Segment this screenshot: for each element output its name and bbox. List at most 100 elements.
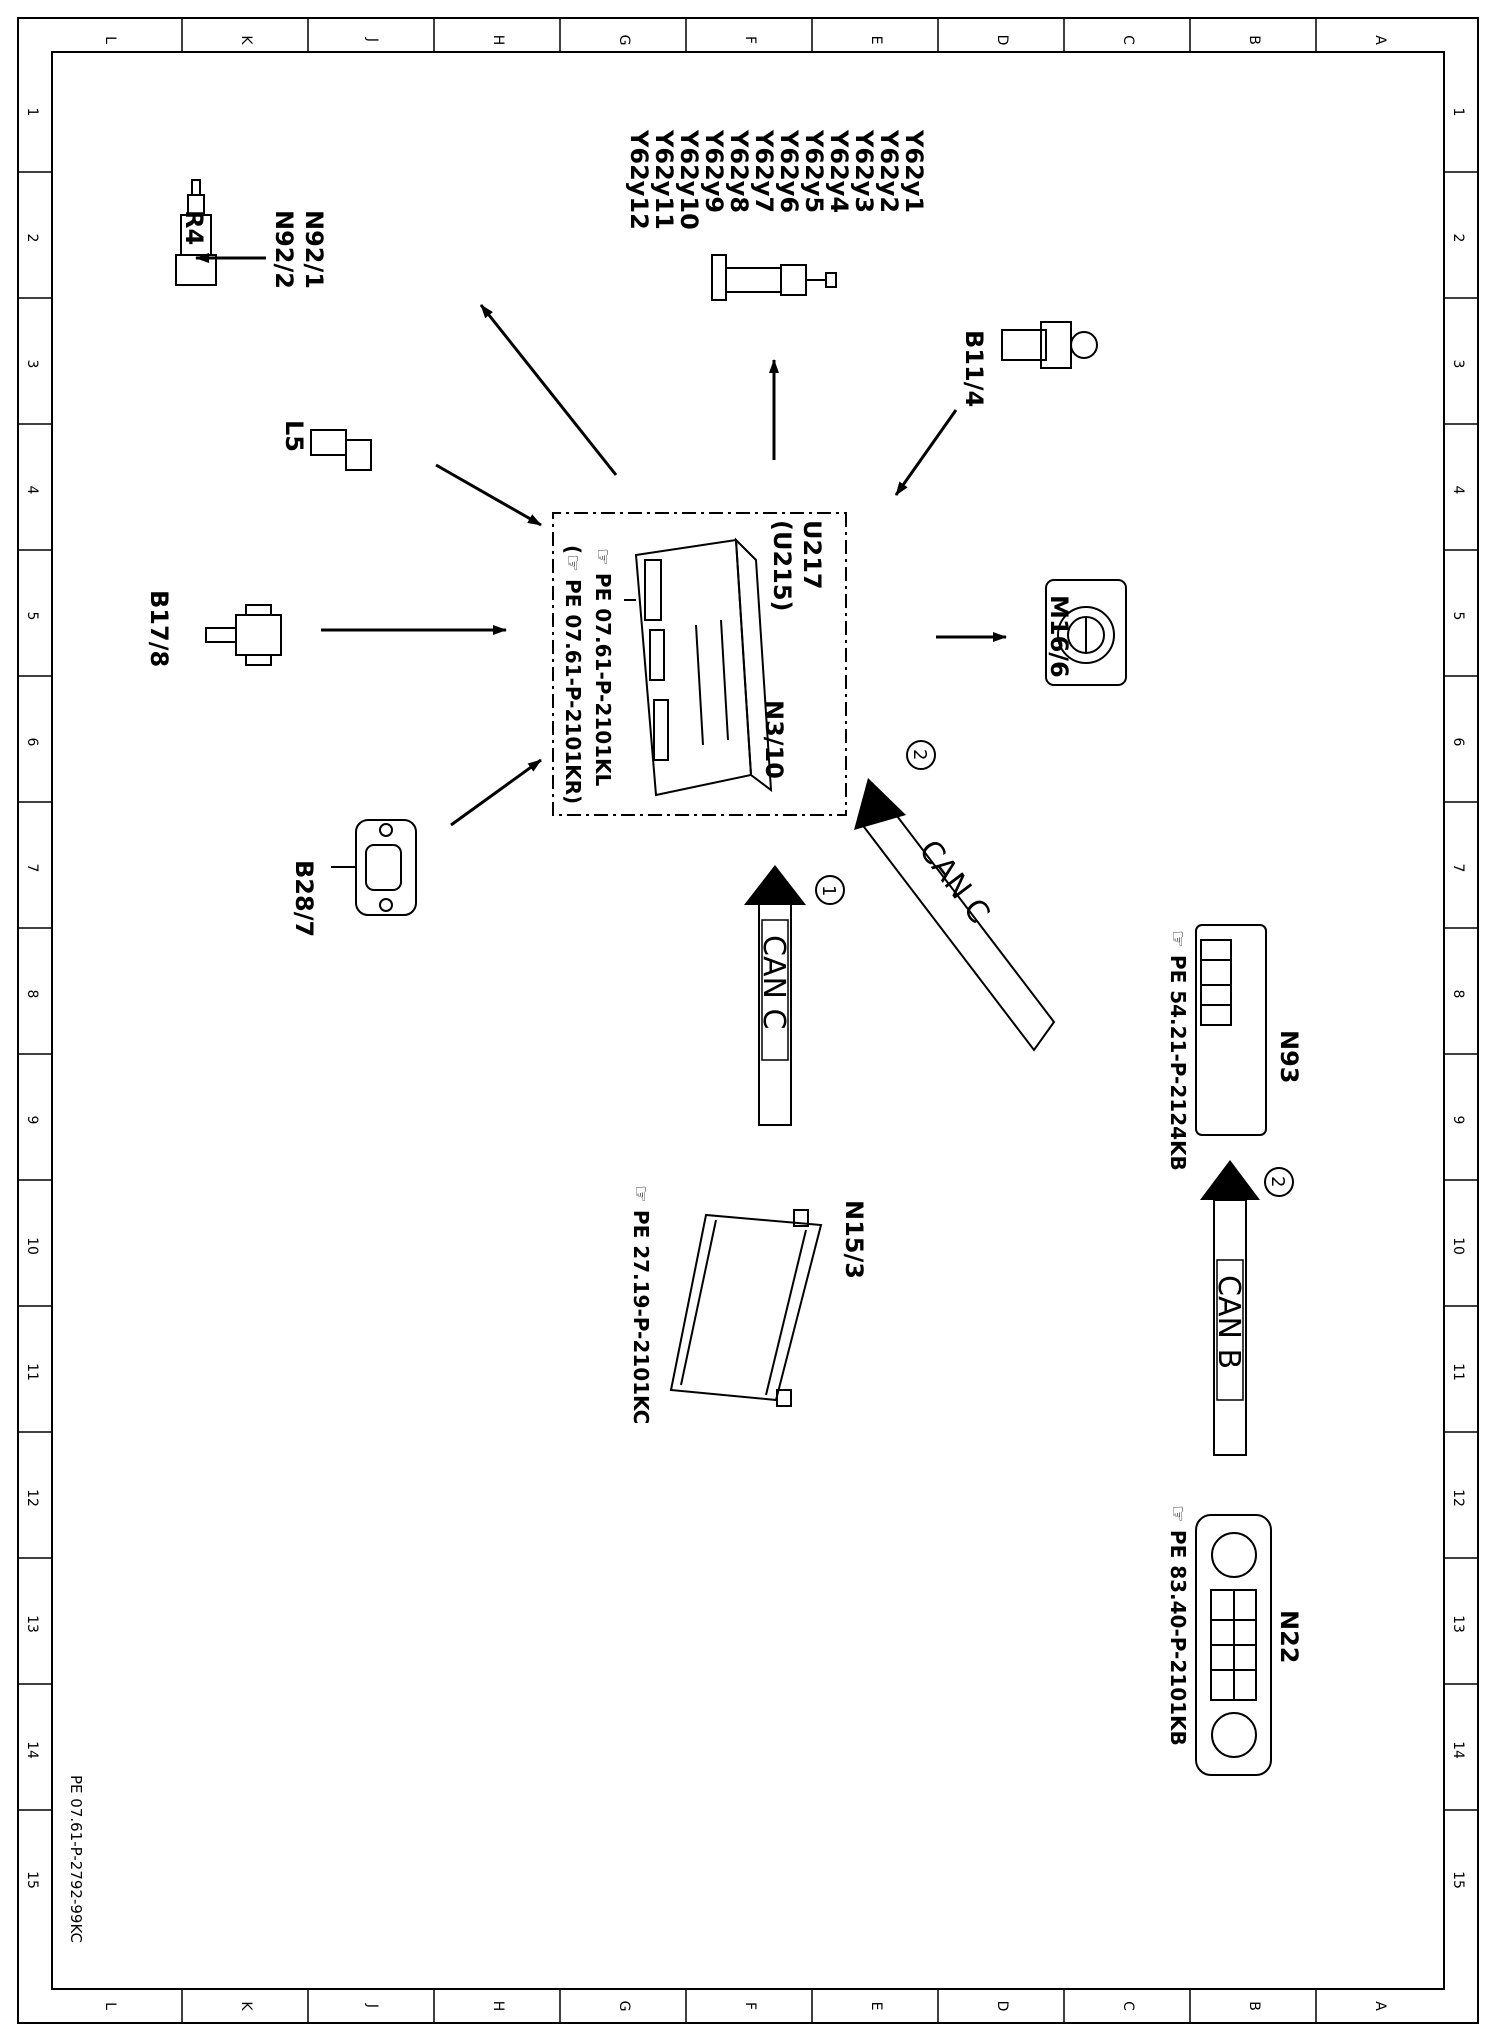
outer-frame bbox=[17, 17, 1479, 2024]
ruler-letter: C bbox=[1120, 2001, 1136, 2011]
ruler-letter: D bbox=[994, 35, 1010, 46]
y62-label: Y62y10 bbox=[675, 129, 703, 230]
ruler-number: 14 bbox=[1450, 1741, 1466, 1759]
marker-2a-circle bbox=[906, 740, 936, 770]
ruler-letter: A bbox=[1372, 2001, 1388, 2011]
gateway-control-icon bbox=[1195, 924, 1267, 1136]
arrow-from-b28-7 bbox=[450, 758, 542, 827]
y62-label: Y62y5 bbox=[800, 129, 828, 213]
ruler-letter: J bbox=[364, 2003, 380, 2008]
y62-label: Y62y2 bbox=[875, 129, 903, 213]
can-c-bus-1-tag bbox=[761, 919, 789, 1061]
n15-3-ref: ☞ PE 27.19-P-2101KC bbox=[629, 1185, 653, 1424]
ruler-letter: F bbox=[742, 2002, 758, 2010]
ruler-number: 2 bbox=[1450, 234, 1466, 243]
b17-8-label: B17/8 bbox=[145, 590, 173, 667]
ruler-number: 12 bbox=[1450, 1489, 1466, 1507]
n15-3-label: N15/3 bbox=[840, 1200, 868, 1279]
marker-2b: 2 bbox=[1267, 1176, 1288, 1187]
can-c-bus-1: CAN C 1 bbox=[744, 865, 845, 1126]
ruler-number: 11 bbox=[24, 1363, 40, 1381]
can-c-bus-2: CAN C 2 bbox=[854, 740, 1056, 1052]
ruler-number: 7 bbox=[24, 864, 40, 873]
ruler-number: 5 bbox=[24, 612, 40, 621]
ruler-number: 13 bbox=[24, 1615, 40, 1633]
n93-ref: ☞ PE 54.21-P-2124KB bbox=[1166, 930, 1190, 1171]
ruler-letter: L bbox=[102, 36, 118, 44]
ruler-number: 12 bbox=[24, 1489, 40, 1507]
ruler-number: 10 bbox=[1450, 1237, 1466, 1255]
can-b-bus: CAN B 2 bbox=[1200, 1160, 1294, 1456]
can-c-bus-2-arrowhead bbox=[854, 778, 906, 830]
ruler-number: 4 bbox=[1450, 486, 1466, 495]
ecu-housing-icon bbox=[624, 537, 773, 797]
ruler-numbers: 1 2 3 4 5 6 7 8 9 10 11 12 13 14 15 1 2 … bbox=[24, 108, 1466, 1889]
ruler-number: 8 bbox=[1450, 990, 1466, 999]
ruler-number: 9 bbox=[1450, 1116, 1466, 1125]
u217-label: U217 bbox=[798, 520, 826, 590]
fuel-injector-icon bbox=[711, 254, 837, 301]
ruler-letter: B bbox=[1246, 2001, 1262, 2011]
can-b-bus-tag bbox=[1216, 1259, 1244, 1401]
climate-control-panel-icon bbox=[1195, 1514, 1272, 1776]
l5-label: L5 bbox=[280, 420, 308, 452]
crankshaft-sensor-icon bbox=[310, 429, 372, 471]
can-c-bus-1-arrowhead bbox=[744, 865, 806, 905]
can-b-bus-arrowhead bbox=[1200, 1160, 1260, 1200]
y62-label: Y62y8 bbox=[725, 129, 753, 213]
drawing-number: PE 07.61-P-2792-99KC bbox=[67, 1775, 85, 1943]
can-b-label: CAN B bbox=[1211, 1275, 1246, 1369]
ruler-number: 10 bbox=[24, 1237, 40, 1255]
arrow-to-n92 bbox=[479, 304, 618, 476]
b11-4-label: B11/4 bbox=[960, 330, 988, 407]
ruler-number: 11 bbox=[1450, 1363, 1466, 1381]
ruler-letter: A bbox=[1372, 35, 1388, 45]
y62-label: Y62y4 bbox=[825, 129, 853, 213]
ruler-letter: G bbox=[616, 2001, 632, 2012]
n92-2-label: N92/2 bbox=[270, 210, 298, 289]
ruler-number: 6 bbox=[24, 738, 40, 747]
marker-1: 1 bbox=[818, 885, 839, 896]
ruler-number: 3 bbox=[24, 360, 40, 369]
y62-label: Y62y9 bbox=[700, 129, 728, 213]
n3-10-ref-1: ☞ PE 07.61-P-2101KL bbox=[591, 548, 615, 787]
ruler-number: 15 bbox=[1450, 1871, 1466, 1889]
n3-10-ref-2: (☞ PE 07.61-P-2101KR) bbox=[561, 545, 585, 804]
ruler-letter: L bbox=[102, 2002, 118, 2010]
n92-1-label: N92/1 bbox=[300, 210, 328, 289]
y62-label: Y62y7 bbox=[750, 129, 778, 213]
ruler-letter: K bbox=[238, 35, 254, 45]
pressure-sensor-icon bbox=[331, 819, 417, 916]
n3-10-control-unit: U217 (U215) N3/10 ☞ PE 07.61-P-2101KL (☞… bbox=[552, 512, 847, 816]
marker-1-circle bbox=[815, 875, 845, 905]
can-c-bus-2-shaft bbox=[859, 793, 1056, 1052]
b28-7-label: B28/7 bbox=[290, 860, 318, 937]
ruler-number: 13 bbox=[1450, 1615, 1466, 1633]
coolant-temp-sensor-icon bbox=[1001, 321, 1098, 369]
ruler-letter: G bbox=[616, 35, 632, 46]
can-c-1-label: CAN C bbox=[756, 935, 791, 1029]
ruler-letter: D bbox=[994, 2001, 1010, 2012]
ruler-number: 1 bbox=[1450, 108, 1466, 117]
ruler-number: 4 bbox=[24, 486, 40, 495]
ruler-letters: A B C D E F G H J K L A B C D E F G H J … bbox=[102, 35, 1388, 2012]
ruler-number: 9 bbox=[24, 1116, 40, 1125]
inner-frame bbox=[51, 51, 1445, 1990]
ruler-letter: F bbox=[742, 36, 758, 44]
ruler-ticks bbox=[18, 18, 1478, 2023]
ruler-number: 8 bbox=[24, 990, 40, 999]
ruler-number: 2 bbox=[24, 234, 40, 243]
ruler-number: 15 bbox=[24, 1871, 40, 1889]
ruler-number: 6 bbox=[1450, 738, 1466, 747]
ruler-number: 14 bbox=[24, 1741, 40, 1759]
y62-label: Y62y12 bbox=[625, 129, 653, 230]
y62-injector-labels: Y62y1 Y62y2 Y62y3 Y62y4 Y62y5 Y62y6 Y62y… bbox=[625, 129, 928, 230]
ruler-letter: J bbox=[364, 37, 380, 42]
n22-label: N22 bbox=[1275, 1610, 1303, 1663]
n22-ref: ☞ PE 83.40-P-2101KB bbox=[1166, 1505, 1190, 1746]
throttle-body-icon bbox=[1045, 579, 1127, 686]
transmission-control-icon bbox=[669, 1209, 823, 1407]
